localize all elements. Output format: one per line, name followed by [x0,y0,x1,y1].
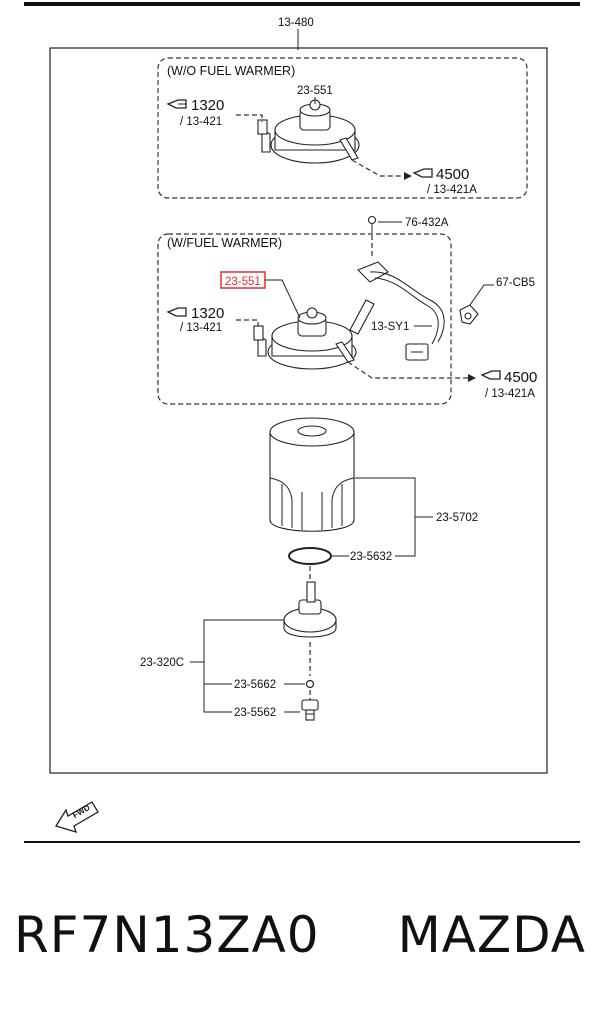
fwd-arrow-icon: FWD [54,801,99,833]
group-ref-label: 13-480 [278,17,314,29]
small-o-ring [305,679,315,689]
ref-4500-a: 4500 [436,166,469,183]
hand-icon [166,307,187,317]
label-23-5702: 23-5702 [436,512,478,524]
top-rule [24,2,580,6]
fuel-warmer-harness [357,261,445,361]
label-23-5632: 23-5632 [350,551,392,563]
hand-icon [480,370,501,380]
section-without-warmer-title: (W/O FUEL WARMER) [167,64,295,78]
drain-plug [301,699,319,721]
label-13SY1: 13-SY1 [371,321,409,333]
ref-13421-a: / 13-421 [180,116,222,128]
label-67CB5: 67-CB5 [496,277,535,289]
label-23-5562: 23-5562 [234,707,276,719]
ref-4500-b: 4500 [504,369,537,386]
bracket-23-320C [203,619,284,713]
section-without-warmer-box [157,57,528,199]
section-with-warmer-title: (W/FUEL WARMER) [167,236,282,250]
ref-1320-b: 1320 [191,305,224,322]
label-23551-a: 23-551 [297,85,333,97]
dashed-leader-4500-a [351,159,404,177]
filter-head-without-warmer [257,99,360,164]
sedimenter-cup [283,581,337,638]
ref-13421A-a: / 13-421A [427,184,477,196]
arrowhead-4500-a [404,172,412,180]
bolt-icon [367,215,377,233]
o-ring [288,547,332,565]
ref-13421-b: / 13-421 [180,322,222,334]
label-23-320C: 23-320C [140,657,184,669]
bracket-23-5702 [355,477,416,557]
section-with-warmer-box [157,233,452,405]
dashed-leader-4500-b [347,361,468,379]
brand-name: MAZDA [397,906,586,964]
ref-13421A-b: / 13-421A [485,388,535,400]
ref-1320-a: 1320 [191,97,224,114]
leader-67CB5 [469,284,494,306]
diagram-frame [49,47,548,774]
arrowhead-4500-b [468,374,476,382]
dashed-leader-1320-b [236,319,259,326]
part-number: RF7N13ZA0 [14,906,320,964]
hand-icon [166,99,187,109]
label-23551-b: 23-551 [225,276,261,288]
dashed-leader-1320-a [236,114,263,122]
footer: RF7N13ZA0 MAZDA [0,895,600,975]
sensor-icon [459,304,479,325]
hand-icon [412,168,433,178]
label-23-5662: 23-5662 [234,679,276,691]
fuel-filter-cartridge [269,417,355,532]
filter-head-with-warmer [253,299,375,370]
label-76432A: 76-432A [405,217,449,229]
leader-23551-b [265,279,301,319]
